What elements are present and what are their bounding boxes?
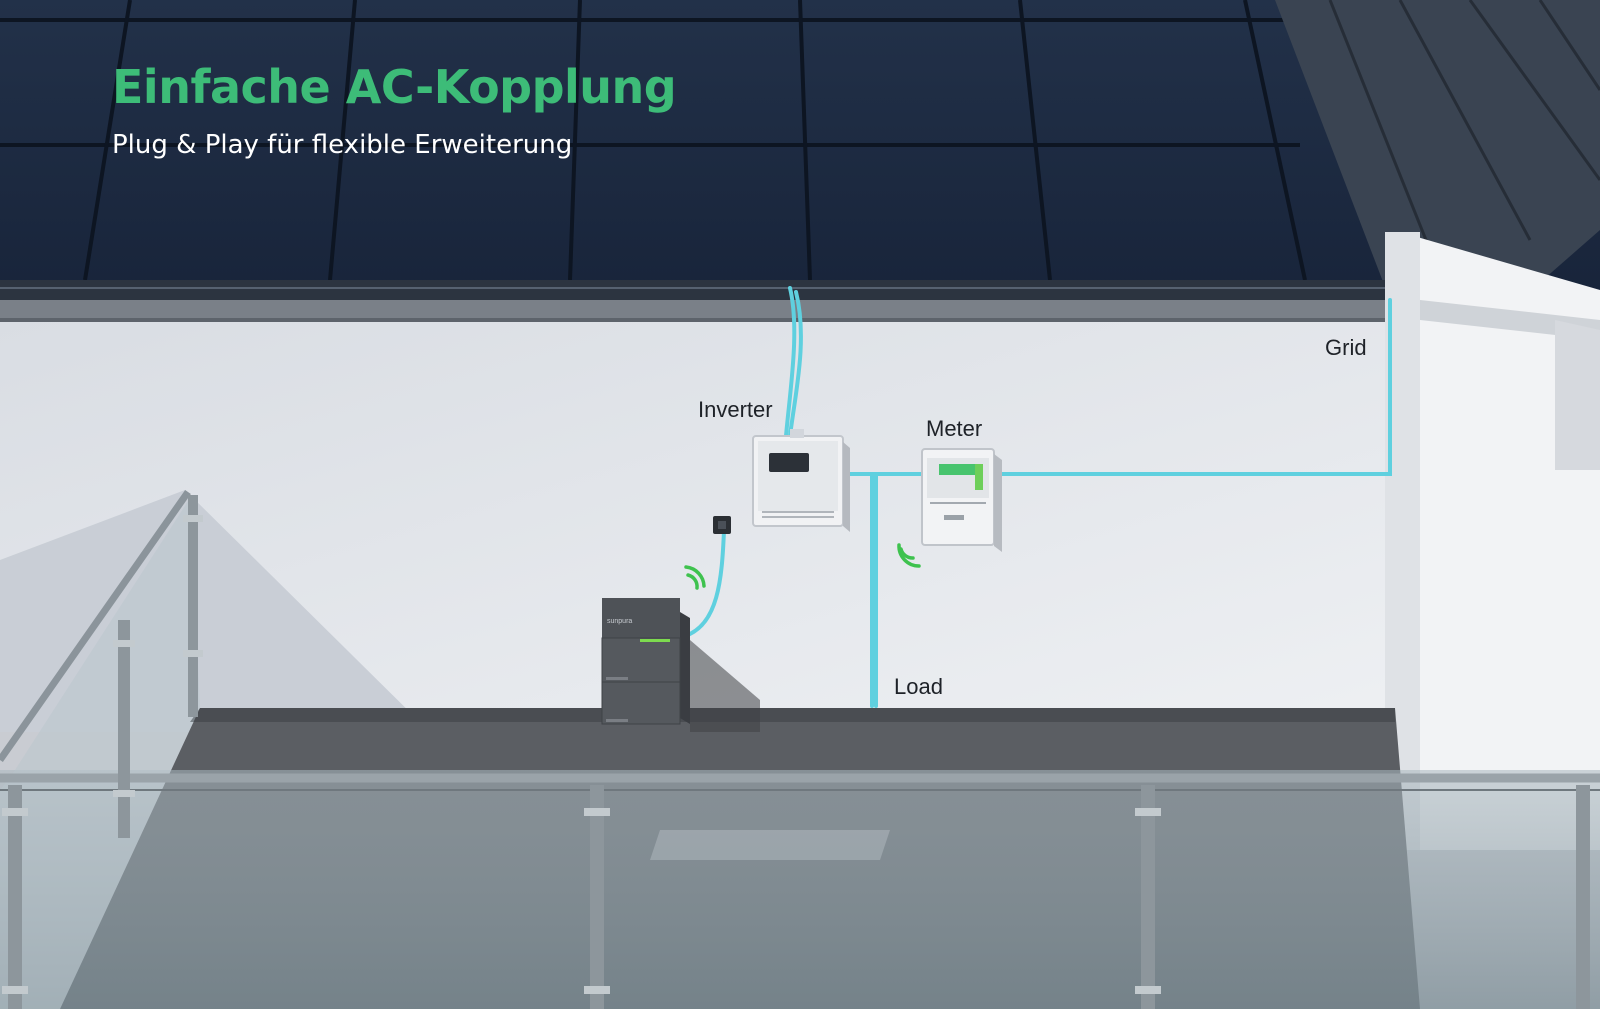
battery-storage: sunpura — [601, 598, 760, 732]
inverter-device — [752, 429, 850, 532]
battery-brand-label: sunpura — [607, 618, 632, 625]
load-label: Load — [894, 674, 943, 699]
page-title: Einfache AC-Kopplung — [112, 60, 677, 114]
grid-label: Grid — [1325, 335, 1367, 360]
inverter-label: Inverter — [698, 397, 773, 422]
meter-label: Meter — [926, 416, 983, 441]
wall-pillar — [1385, 232, 1600, 850]
meter-device — [921, 448, 1002, 552]
wifi-signal-icon — [897, 543, 921, 568]
glass-railing — [0, 489, 1600, 1009]
wifi-signal-icon — [684, 565, 706, 590]
solar-roof — [0, 0, 1600, 322]
page-subtitle: Plug & Play für flexible Erweiterung — [112, 130, 573, 160]
wall-socket — [713, 516, 731, 534]
ac-wiring — [683, 286, 1392, 708]
